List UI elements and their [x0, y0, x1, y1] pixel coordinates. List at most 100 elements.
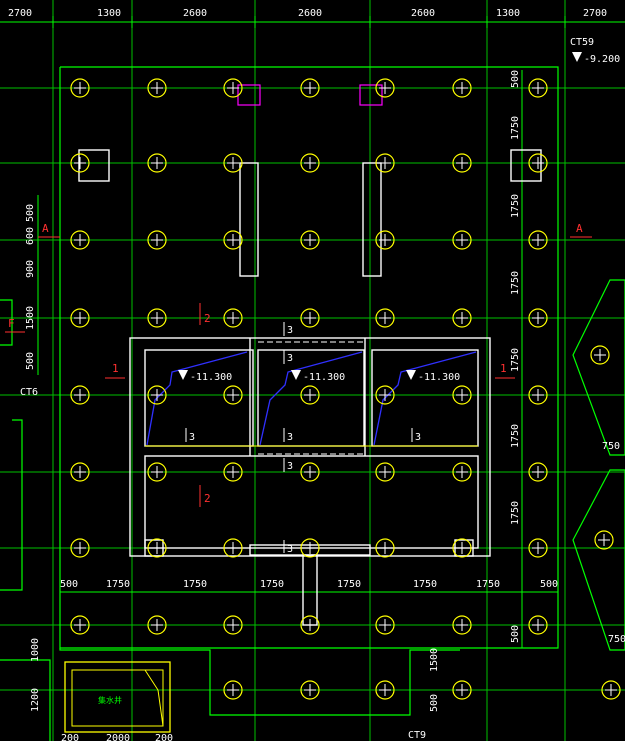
section-one-left: 1: [112, 362, 119, 375]
pile-icon: [375, 153, 395, 173]
pile-icon: [452, 615, 472, 635]
pit-elevations: -11.300 -11.300 -11.300: [178, 370, 460, 383]
pile-icon: [452, 308, 472, 328]
section-two-bottom: 2: [204, 492, 211, 505]
elevation-marker-icon: [406, 370, 416, 380]
elevation-marker-icon: [572, 52, 582, 62]
dim-bottom-5: 1750: [337, 579, 361, 590]
pile-icon: [70, 153, 90, 173]
pile-icon: [300, 153, 320, 173]
pile-icon: [528, 78, 548, 98]
pile-icon: [300, 538, 320, 558]
right-pile-caps: [572, 279, 625, 651]
pile-icon: [70, 78, 90, 98]
sump-pit: [64, 661, 171, 733]
dim-top-3: 2600: [183, 8, 207, 19]
pile-icon: [300, 615, 320, 635]
dim-top-5: 2600: [411, 8, 435, 19]
dim-pit-bottom-3: 200: [155, 733, 173, 741]
pile-icon: [223, 615, 243, 635]
dim-right-edge-1: 750: [602, 441, 620, 452]
top-dims: 2700 1300 2600 2600 2600 1300 2700: [8, 8, 607, 19]
pile-icon: [452, 230, 472, 250]
dim-pit-side-1: 1000: [30, 638, 41, 662]
right-dims: 500 1750 1750 1750 1750 1750 1750 500: [510, 70, 521, 643]
pile-icon: [590, 345, 610, 365]
dim-left-3: 900: [25, 260, 36, 278]
cap-labels: CT59 -9.200 CT6 CT9: [20, 37, 620, 741]
section-three-6: 3: [287, 461, 293, 472]
pile-icon: [452, 385, 472, 405]
pile-icon: [452, 78, 472, 98]
pile-icon: [375, 385, 395, 405]
dim-right-3: 1750: [510, 194, 521, 218]
dim-pit-bottom-1: 200: [61, 733, 79, 741]
pile-icon: [223, 538, 243, 558]
pile-icon: [528, 230, 548, 250]
dim-bottom-7: 1750: [476, 579, 500, 590]
pit-internal-lines: [145, 341, 478, 455]
pile-icon: [300, 680, 320, 700]
dim-right-6: 1750: [510, 424, 521, 448]
elevation-marker-icon: [178, 370, 188, 380]
dim-pit-bottom-2: 2000: [106, 733, 130, 741]
dim-top-2: 1300: [97, 8, 121, 19]
pile-icon: [147, 538, 167, 558]
pile-icon: [452, 538, 472, 558]
pile-icon: [147, 230, 167, 250]
pile-icon: [147, 385, 167, 405]
section-a-left: A: [42, 222, 49, 235]
pile-icon: [452, 153, 472, 173]
section-three-4: 3: [287, 432, 293, 443]
dim-left-4: 1500: [25, 306, 36, 330]
pile-icon: [223, 153, 243, 173]
pile-icon: [375, 680, 395, 700]
label-elev-top: -9.200: [584, 54, 620, 65]
section-two-top: 2: [204, 312, 211, 325]
pile-icon: [70, 615, 90, 635]
elev-pit-1: -11.300: [190, 372, 232, 383]
label-ct6: CT6: [20, 387, 38, 398]
dim-bottom-6: 1750: [413, 579, 437, 590]
section-three-3: 3: [189, 432, 195, 443]
pile-icon: [375, 462, 395, 482]
pile-icon: [300, 385, 320, 405]
dim-top-4: 2600: [298, 8, 322, 19]
pile-icon: [375, 615, 395, 635]
section-a-right: A: [576, 222, 583, 235]
pile-icon: [528, 308, 548, 328]
dim-bottom-4: 1750: [260, 579, 284, 590]
pile-icon: [70, 308, 90, 328]
pile-icon: [147, 308, 167, 328]
dim-right-7: 1750: [510, 501, 521, 525]
section-three-7: 3: [287, 544, 293, 555]
dim-left-2: 600: [25, 227, 36, 245]
label-ct9: CT9: [408, 730, 426, 741]
elev-pit-2: -11.300: [303, 372, 345, 383]
pile-icon: [70, 230, 90, 250]
dim-bottom-3: 1750: [183, 579, 207, 590]
excavation-boundary: [0, 66, 559, 741]
pile-icon: [147, 78, 167, 98]
pile-icon: [375, 230, 395, 250]
section-f-left: F: [8, 317, 15, 330]
pile-icon: [528, 462, 548, 482]
pile-icon: [300, 462, 320, 482]
dim-right-5: 1750: [510, 348, 521, 372]
pile-icon: [528, 615, 548, 635]
dim-top-1: 2700: [8, 8, 32, 19]
section-three-1: 3: [287, 325, 293, 336]
section-three-markers: 3 3 3 3 3 3 3: [185, 322, 421, 555]
pile-icon: [601, 680, 621, 700]
dim-pit-side-2: 1200: [30, 688, 41, 712]
inner-offsets: [60, 70, 558, 648]
section-three-2: 3: [287, 353, 293, 364]
sump-label: 集水井: [98, 695, 122, 705]
section-markers: A A F 1 1 2 2: [5, 222, 592, 507]
pile-icon: [223, 230, 243, 250]
pile-icon: [452, 680, 472, 700]
elevation-marker-icon: [291, 370, 301, 380]
